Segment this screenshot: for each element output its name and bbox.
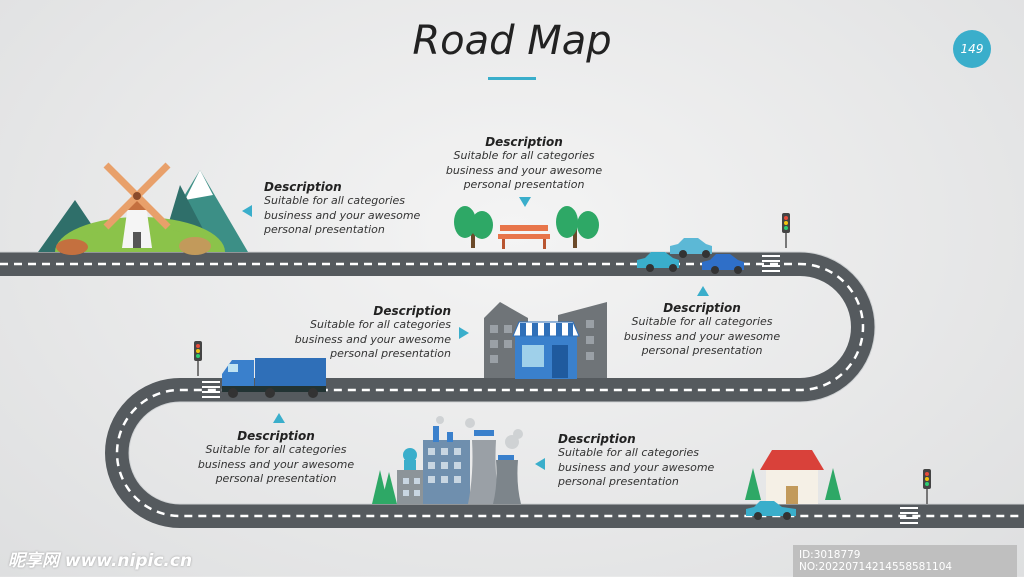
factory-icon [372, 416, 523, 504]
description-text: Suitable for all categories business and… [294, 318, 451, 360]
title-underline [488, 77, 536, 80]
arrow-left-icon [535, 458, 545, 470]
description-text: Suitable for all categories business and… [264, 194, 421, 236]
road-edge-top [0, 251, 1024, 505]
description-heading: Description [264, 180, 342, 194]
arrow-down-icon [519, 197, 531, 207]
truck-icon [222, 358, 326, 398]
crosswalk [762, 255, 780, 272]
watermark: 昵享网 www.nipic.cn [8, 551, 193, 571]
crosswalk [900, 507, 918, 524]
image-id-label: ID:3018779 NO:20220714214558581104 [793, 545, 1017, 577]
description-heading: Description [237, 429, 315, 443]
arrow-up-icon [273, 413, 285, 423]
car-icon [670, 238, 712, 258]
description-heading: Description [663, 301, 741, 315]
description-heading: Description [558, 432, 636, 446]
description-text: Suitable for all categories business and… [558, 446, 715, 488]
traffic-light-icon [194, 341, 202, 376]
car-icon [637, 252, 679, 272]
shop-buildings-icon [484, 302, 607, 379]
park-bench-trees-icon [454, 206, 599, 249]
house-icon [745, 450, 841, 520]
description-text: Suitable for all categories business and… [623, 315, 781, 357]
page-title: Road Map [412, 18, 612, 64]
page-number-badge: 149 [953, 30, 991, 68]
description-text: Suitable for all categories business and… [445, 149, 603, 191]
road-lane-markings [0, 262, 1024, 518]
traffic-light-icon [782, 213, 790, 248]
description-heading: Description [373, 304, 451, 318]
crosswalk [202, 381, 220, 398]
arrow-left-icon [242, 205, 252, 217]
car-icon [702, 254, 744, 274]
description-text: Suitable for all categories business and… [197, 443, 355, 485]
traffic-light-icon [923, 469, 931, 504]
description-heading: Description [485, 135, 563, 149]
arrow-right-icon [459, 327, 469, 339]
arrow-up-icon [697, 286, 709, 296]
